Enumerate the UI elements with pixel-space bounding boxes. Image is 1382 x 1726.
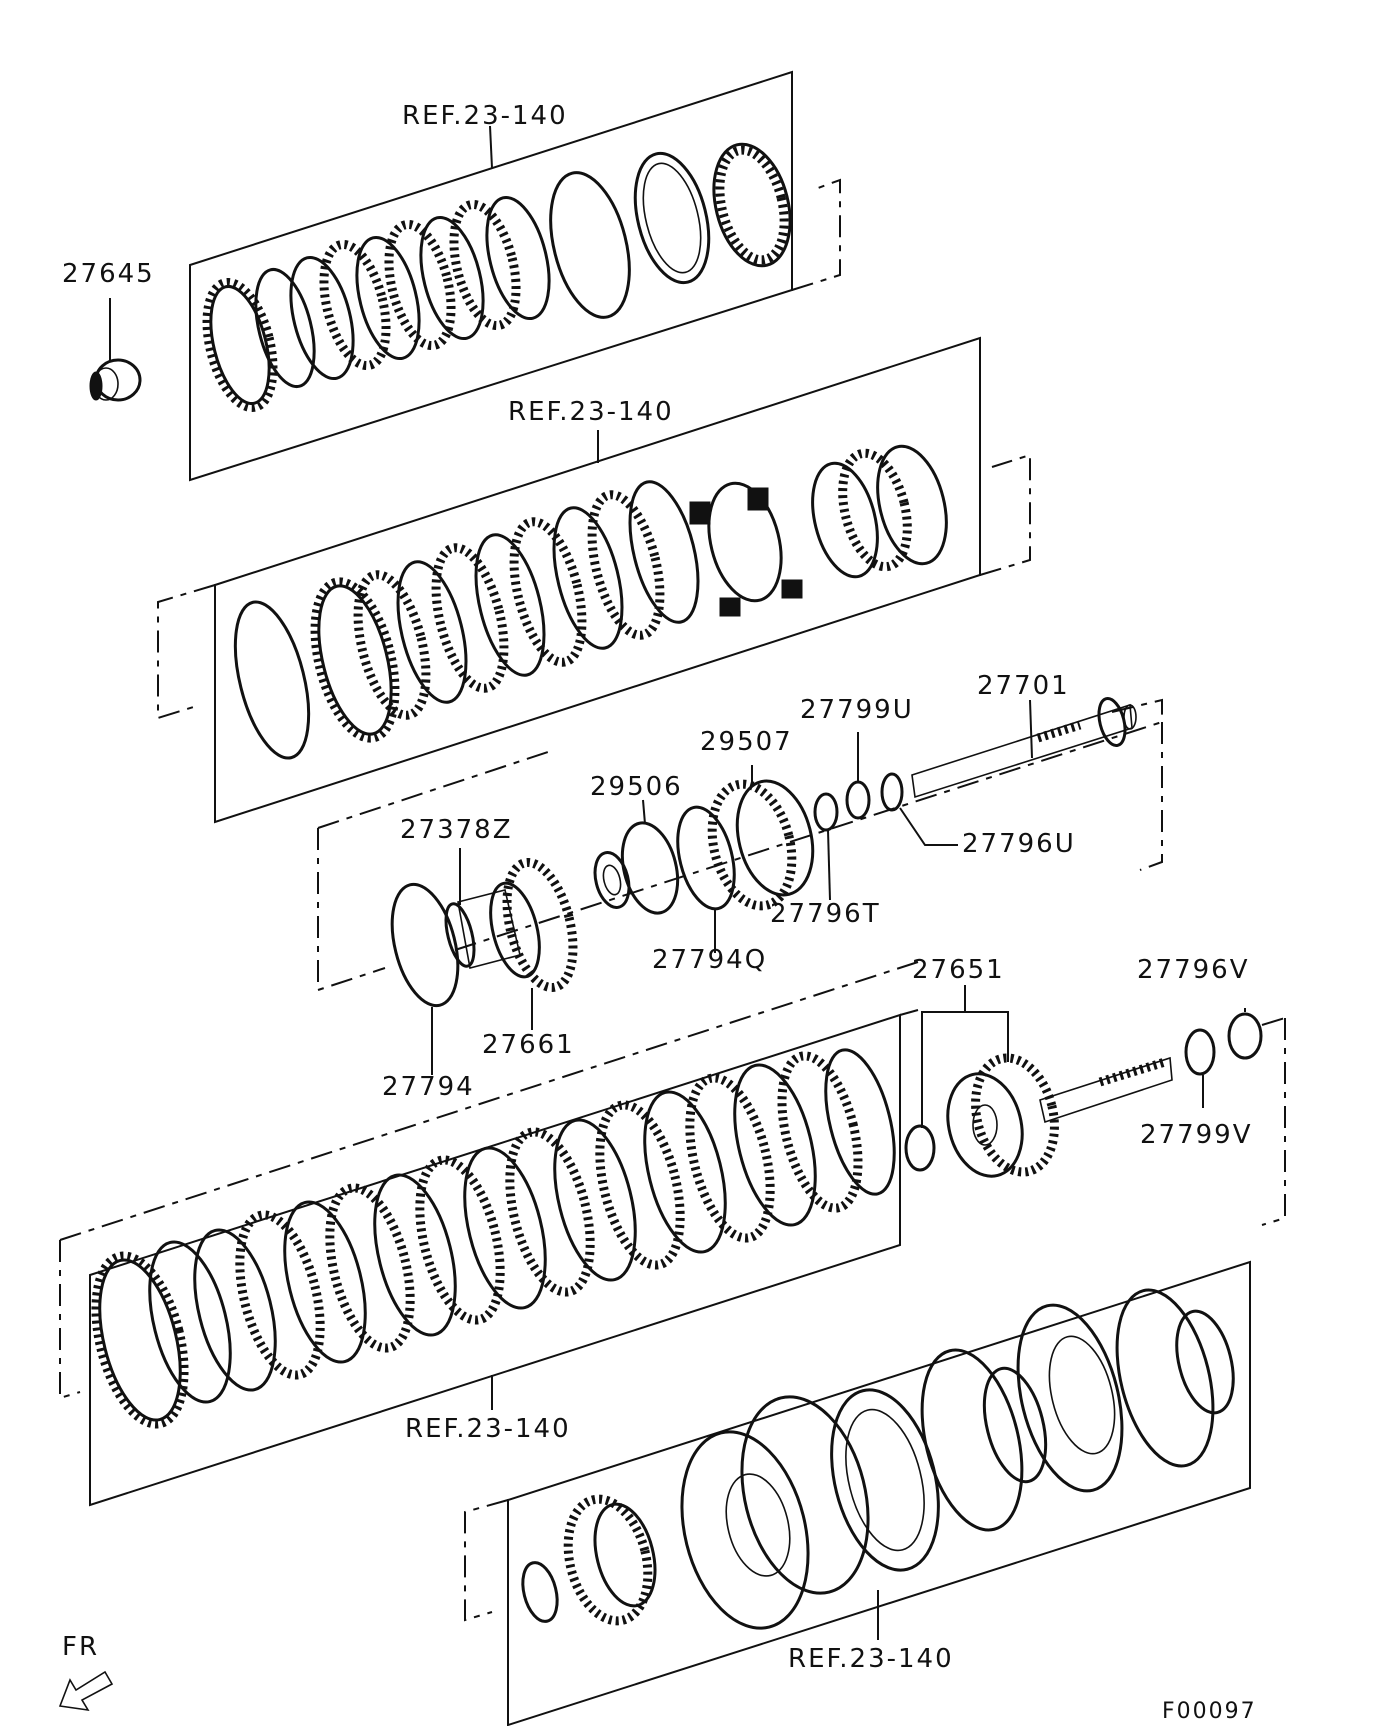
part-label-27661: 27661 <box>482 1030 575 1060</box>
ref-label-2: REF.23-140 <box>508 397 674 427</box>
ref-label-4: REF.23-140 <box>788 1644 954 1674</box>
part-label-27799v: 27799V <box>1140 1120 1253 1150</box>
piston-parts <box>521 1288 1235 1630</box>
direction-label: FR <box>62 1632 99 1662</box>
input-shaft-27701 <box>911 697 1137 799</box>
part-label-27701: 27701 <box>977 671 1070 701</box>
part-label-29507: 29507 <box>700 727 793 757</box>
front-direction-arrow-icon <box>58 1670 114 1712</box>
part-label-27796t: 27796T <box>770 899 881 929</box>
washer-27796u <box>880 772 904 812</box>
part-label-29506: 29506 <box>590 772 683 802</box>
ring-gear-29507 <box>707 779 815 911</box>
clutch-discs-2 <box>233 444 948 760</box>
part-label-27645: 27645 <box>62 259 155 289</box>
washer-27796t <box>813 792 839 832</box>
snap-ring-27794q <box>676 805 736 911</box>
part-label-27796v: 27796V <box>1137 955 1250 985</box>
washer-27651 <box>904 1124 936 1172</box>
part-label-27796u: 27796U <box>962 829 1076 859</box>
washer-27796v <box>1227 1012 1263 1060</box>
panel-shaft-assembly <box>317 697 1163 1075</box>
part-label-27378z: 27378Z <box>400 815 513 845</box>
panel-clutch-pack-1 <box>189 70 841 482</box>
panel-piston-assembly <box>464 1260 1251 1726</box>
output-carrier-27651 <box>946 1053 1173 1178</box>
ref-label-1: REF.23-140 <box>402 101 568 131</box>
sun-gear-27661 <box>444 857 578 993</box>
snap-ring-27794 <box>390 882 460 1008</box>
part-label-27794: 27794 <box>382 1072 475 1102</box>
part-label-27794q: 27794Q <box>652 945 767 975</box>
seal-ring-27799u <box>845 780 871 820</box>
part-label-27651: 27651 <box>912 955 1005 985</box>
carrier-29506 <box>593 821 680 915</box>
seal-ring-27799v <box>1184 1028 1216 1076</box>
panel-clutch-pack-2 <box>157 336 1031 824</box>
clutch-discs-3 <box>91 1048 896 1429</box>
ref-label-3: REF.23-140 <box>405 1414 571 1444</box>
bearing-27645 <box>89 298 142 402</box>
part-label-27799u: 27799U <box>800 695 914 725</box>
figure-code: F00097 <box>1162 1699 1257 1724</box>
clutch-discs-1 <box>202 142 792 413</box>
panel-clutch-pack-3 <box>59 961 1286 1507</box>
